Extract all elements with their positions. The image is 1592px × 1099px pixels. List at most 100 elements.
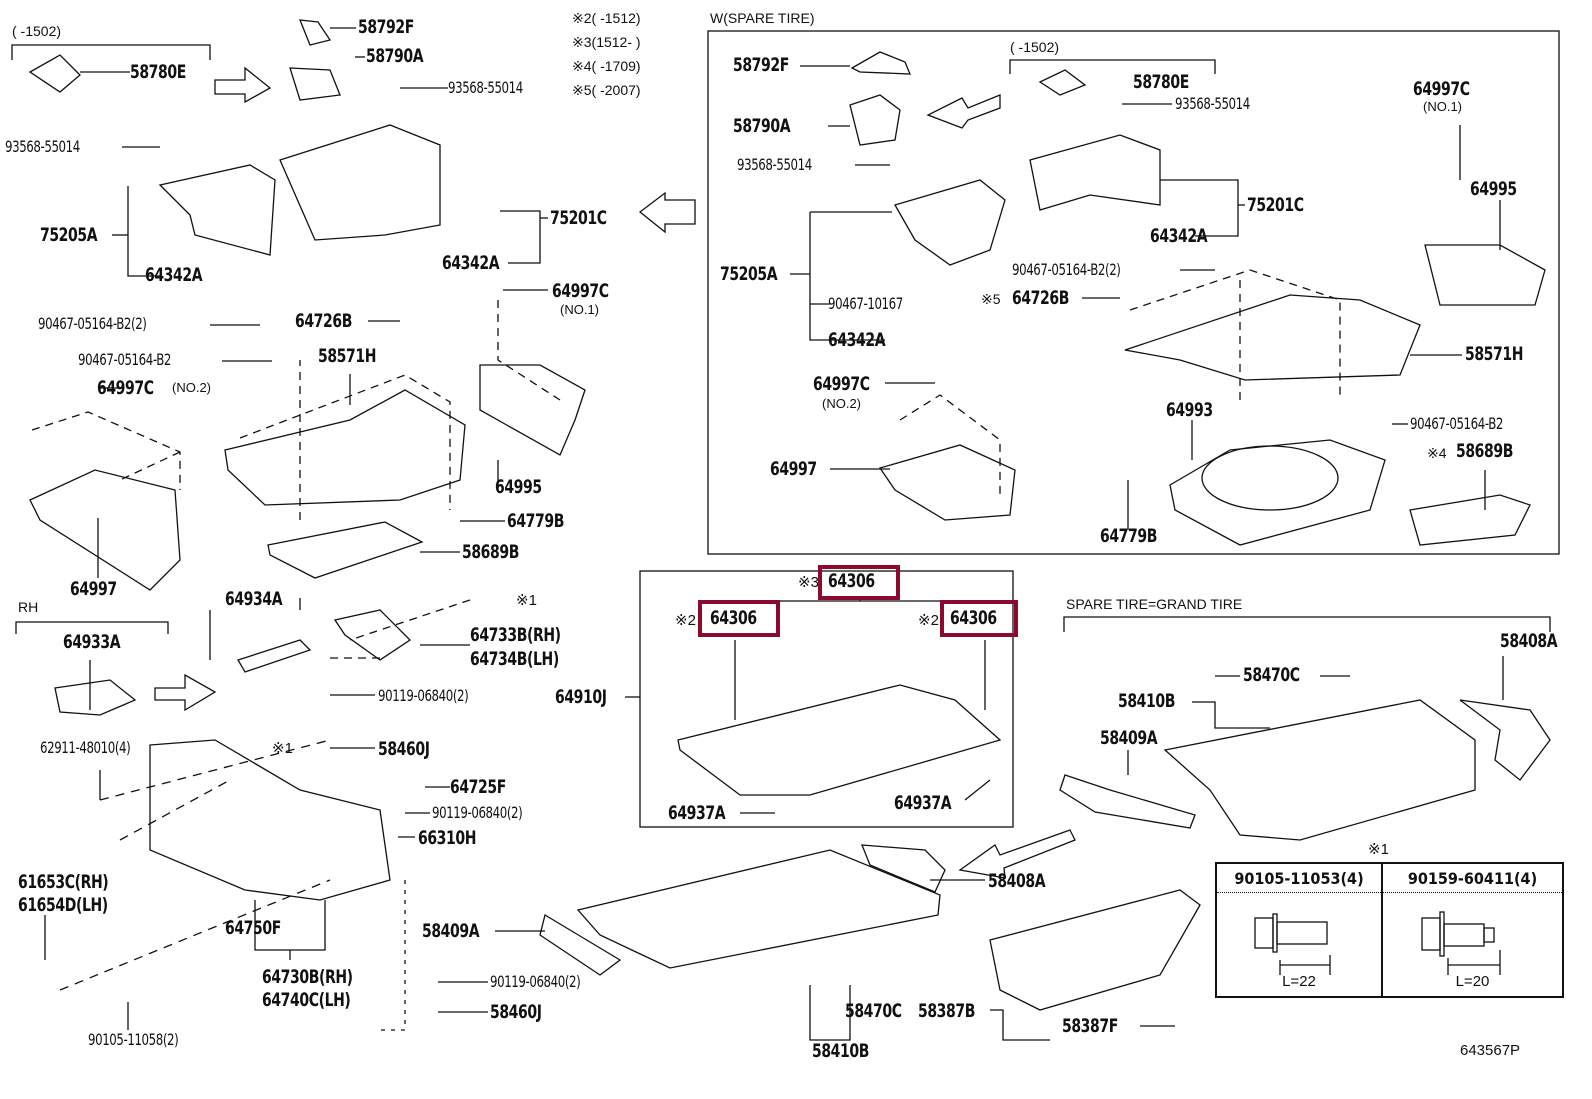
part-label-64750F[interactable]: 64750F — [225, 917, 281, 939]
fastener-header: 90105-11053(4) — [1217, 864, 1381, 893]
part-label-58790A[interactable]: 58790A — [366, 45, 424, 67]
part-note-no1: (NO.1) — [560, 302, 599, 317]
part-label-64726B[interactable]: 64726B — [295, 310, 352, 332]
part-label-64733B-RH[interactable]: 64733B(RH) — [470, 624, 561, 646]
range-label-left: ( -1502) — [12, 23, 62, 39]
part-label-58410B[interactable]: 58410B — [812, 1040, 869, 1062]
part-label-64933A[interactable]: 64933A — [63, 631, 121, 653]
part-label-58410B[interactable]: 58410B — [1118, 690, 1175, 712]
part-grand-58410B-shape — [1163, 699, 1476, 841]
part-label-64342A[interactable]: 64342A — [828, 329, 886, 351]
part-r-64997-shape — [878, 444, 1016, 521]
part-label-90119-06840-2[interactable]: 90119-06840(2) — [490, 972, 581, 991]
fastener-part-label[interactable]: 90159-60411(4) — [1407, 869, 1538, 888]
part-label-90467-05164-B2-2[interactable]: 90467-05164-B2(2) — [1012, 260, 1121, 279]
part-label-64934A[interactable]: 64934A — [225, 588, 283, 610]
part-label-90467-05164-B2[interactable]: 90467-05164-B2 — [1410, 414, 1504, 433]
part-label-90467-10167[interactable]: 90467-10167 — [828, 294, 903, 313]
part-label-58792F[interactable]: 58792F — [358, 16, 414, 38]
range-bracket-left — [11, 44, 211, 60]
part-label-61653C-RH[interactable]: 61653C(RH) — [18, 871, 109, 893]
part-label-93568-55014[interactable]: 93568-55014 — [5, 137, 80, 156]
part-label-64779B[interactable]: 64779B — [1100, 525, 1157, 547]
part-label-90467-05164-B2-2[interactable]: 90467-05164-B2(2) — [38, 314, 147, 333]
part-label-90467-05164-B2[interactable]: 90467-05164-B2 — [78, 350, 172, 369]
part-75205A-shape — [158, 164, 276, 256]
part-label-64306[interactable]: 64306 — [828, 570, 875, 592]
part-note-no2: (NO.2) — [822, 396, 861, 411]
part-64910J-shape — [677, 684, 1002, 796]
part-r-58780E-shape — [1038, 69, 1087, 96]
part-label-75201C[interactable]: 75201C — [1247, 194, 1304, 216]
part-label-58408A[interactable]: 58408A — [1500, 630, 1558, 652]
part-64733B-shape — [333, 609, 412, 661]
part-label-58571H[interactable]: 58571H — [318, 345, 377, 367]
part-label-64725F[interactable]: 64725F — [450, 776, 506, 798]
part-label-75201C[interactable]: 75201C — [550, 207, 607, 229]
note-mark-1: ※1 — [516, 592, 537, 609]
tonneau-frame — [639, 570, 1014, 828]
part-label-93568-55014[interactable]: 93568-55014 — [448, 78, 523, 97]
part-label-62911-48010-4[interactable]: 62911-48010(4) — [40, 738, 131, 757]
part-note-no1: (NO.1) — [1423, 99, 1462, 114]
fastener-table: 90105-11053(4) L=22 90159-60411(4) L=20 — [1215, 862, 1564, 998]
part-label-75205A[interactable]: 75205A — [720, 263, 778, 285]
part-label-58571H[interactable]: 58571H — [1465, 343, 1524, 365]
part-label-90119-06840-2[interactable]: 90119-06840(2) — [432, 803, 523, 822]
part-label-90105-11058-2[interactable]: 90105-11058(2) — [88, 1030, 179, 1049]
part-label-64997C[interactable]: 64997C — [97, 377, 154, 399]
part-label-58689B[interactable]: 58689B — [462, 541, 519, 563]
part-label-64730B-RH[interactable]: 64730B(RH) — [262, 966, 353, 988]
part-label-64995[interactable]: 64995 — [1470, 178, 1517, 200]
part-label-64342A[interactable]: 64342A — [1150, 225, 1208, 247]
legend-item-2: ※2( -1512) — [572, 10, 641, 26]
arrow-left-2 — [638, 191, 696, 234]
fastener-part-label[interactable]: 90105-11053(4) — [1234, 869, 1364, 888]
note-mark-2: ※2 — [675, 612, 696, 629]
part-label-90119-06840-2[interactable]: 90119-06840(2) — [378, 686, 469, 705]
part-label-64726B[interactable]: 64726B — [1012, 287, 1069, 309]
part-label-58460J[interactable]: 58460J — [490, 1001, 542, 1023]
part-label-64910J[interactable]: 64910J — [555, 686, 607, 708]
part-label-66310H[interactable]: 66310H — [418, 827, 477, 849]
part-label-64937A[interactable]: 64937A — [894, 792, 952, 814]
part-label-58780E[interactable]: 58780E — [130, 61, 186, 83]
part-label-93568-55014[interactable]: 93568-55014 — [1175, 94, 1250, 113]
part-label-75205A[interactable]: 75205A — [40, 224, 98, 246]
part-label-58689B[interactable]: 58689B — [1456, 440, 1513, 462]
part-label-64740C-LH[interactable]: 64740C(LH) — [262, 989, 351, 1011]
part-label-64306[interactable]: 64306 — [710, 607, 757, 629]
part-label-58470C[interactable]: 58470C — [845, 1000, 902, 1022]
spare-tire-frame — [707, 30, 1560, 555]
part-label-64342A[interactable]: 64342A — [442, 252, 500, 274]
part-label-64937A[interactable]: 64937A — [668, 802, 726, 824]
part-label-58387F[interactable]: 58387F — [1062, 1015, 1118, 1037]
part-58409A-shape — [539, 913, 622, 976]
part-label-64779B[interactable]: 64779B — [507, 510, 564, 532]
part-label-58790A[interactable]: 58790A — [733, 115, 791, 137]
part-label-58792F[interactable]: 58792F — [733, 54, 789, 76]
legend-item-5: ※5( -2007) — [572, 82, 641, 98]
part-label-64997C[interactable]: 64997C — [1413, 78, 1470, 100]
part-label-64734B-LH[interactable]: 64734B(LH) — [470, 648, 559, 670]
part-label-58408A[interactable]: 58408A — [988, 870, 1046, 892]
part-label-64997C[interactable]: 64997C — [552, 280, 609, 302]
part-label-64997C[interactable]: 64997C — [813, 373, 870, 395]
part-label-61654D-LH[interactable]: 61654D(LH) — [18, 894, 108, 916]
part-label-58387B[interactable]: 58387B — [918, 1000, 975, 1022]
part-label-64995[interactable]: 64995 — [495, 476, 542, 498]
part-label-93568-55014[interactable]: 93568-55014 — [737, 155, 812, 174]
part-label-64997[interactable]: 64997 — [770, 458, 817, 480]
fastener-header: 90159-60411(4) — [1383, 864, 1562, 893]
part-label-58409A[interactable]: 58409A — [1100, 727, 1158, 749]
part-label-58409A[interactable]: 58409A — [422, 920, 480, 942]
part-label-58460J[interactable]: 58460J — [378, 738, 430, 760]
part-label-64306[interactable]: 64306 — [950, 607, 997, 629]
part-label-64993[interactable]: 64993 — [1166, 399, 1213, 421]
part-label-58780E[interactable]: 58780E — [1133, 71, 1189, 93]
part-label-64342A[interactable]: 64342A — [145, 264, 203, 286]
part-label-58470C[interactable]: 58470C — [1243, 664, 1300, 686]
part-58689B-shape — [267, 521, 424, 579]
highlight-64306-left — [698, 600, 780, 637]
part-label-64997[interactable]: 64997 — [70, 578, 117, 600]
